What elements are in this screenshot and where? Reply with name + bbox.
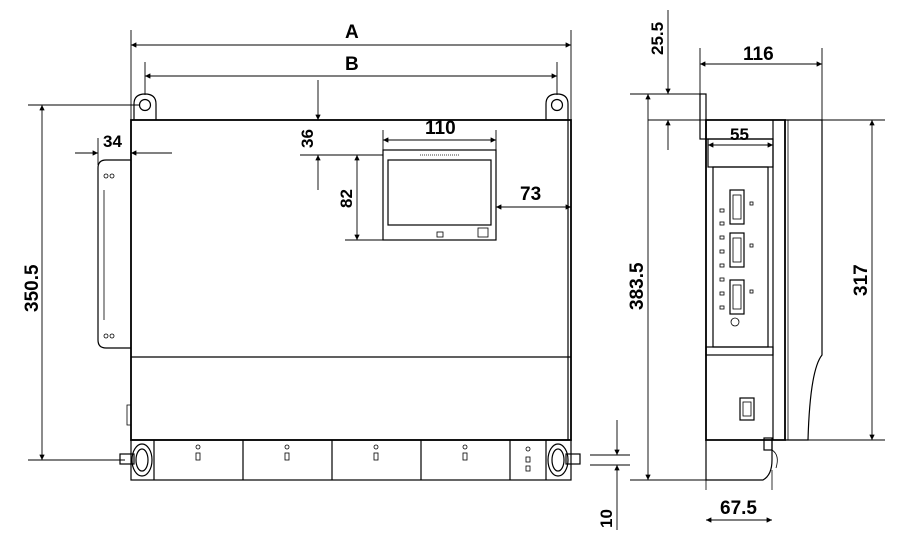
dim-label-82: 82 (337, 189, 356, 208)
dimension-labels: A B 350.5 34 36 110 82 73 383.5 25.5 116… (22, 22, 872, 528)
dim-label-a: A (345, 22, 359, 43)
dim-label-110: 110 (425, 118, 456, 139)
side-panel (705, 138, 774, 356)
terminal-strip (119, 439, 581, 481)
dimension-lines (28, 10, 885, 530)
dim-label-317: 317 (851, 264, 872, 296)
front-view (97, 93, 581, 481)
cable-gland-left (119, 443, 153, 477)
dim-label-383-5: 383.5 (627, 262, 648, 310)
dim-label-116: 116 (743, 44, 774, 65)
dim-label-25-5: 25.5 (648, 22, 667, 55)
dim-label-36: 36 (298, 129, 317, 148)
side-bracket (97, 159, 131, 349)
mount-ear-right (545, 93, 569, 120)
front-body (130, 119, 572, 441)
side-view (699, 93, 823, 490)
dim-label-10: 10 (597, 509, 616, 528)
dim-label-73: 73 (520, 184, 541, 205)
dim-label-b: B (345, 54, 359, 75)
side-switch (739, 397, 755, 421)
display-window (382, 149, 497, 241)
dim-label-350-5: 350.5 (22, 264, 43, 312)
cable-gland-right (547, 443, 581, 477)
dim-label-55: 55 (730, 125, 749, 144)
dim-label-34: 34 (103, 132, 122, 151)
mount-ear-left (133, 93, 157, 120)
dim-label-67-5: 67.5 (720, 498, 757, 519)
